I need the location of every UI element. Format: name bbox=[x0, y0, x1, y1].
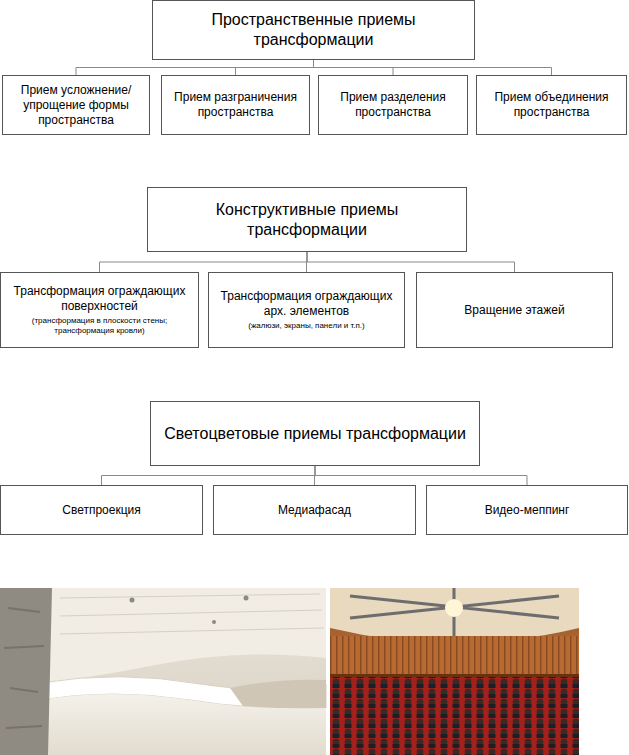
tree-connector bbox=[307, 252, 515, 272]
auditorium-photo bbox=[330, 588, 579, 755]
box-label: Вращение этажей bbox=[464, 303, 564, 318]
auditorium-walls bbox=[330, 588, 579, 755]
auditorium-ceiling bbox=[330, 588, 579, 643]
category-box: Конструктивные приемы трансформации bbox=[147, 187, 467, 252]
wood-slats bbox=[330, 636, 579, 676]
gallery-floor bbox=[40, 694, 326, 755]
method-box: Светпроекция bbox=[0, 485, 203, 535]
box-note: (трансформация в плоскости стены; трансф… bbox=[7, 316, 192, 336]
box-label: Пространственные приемы трансформации bbox=[159, 10, 468, 50]
category-box: Пространственные приемы трансформации bbox=[152, 0, 475, 60]
box-label: Прием разделения пространства bbox=[325, 90, 461, 120]
method-box: Медиафасад bbox=[213, 485, 416, 535]
stone-texture bbox=[4, 608, 44, 728]
balcony-rail bbox=[330, 674, 579, 677]
ceiling-light bbox=[445, 599, 463, 617]
stone-pillar bbox=[0, 588, 52, 755]
method-box: Трансформация ограждающих поверхностей(т… bbox=[0, 272, 199, 348]
tree-connector bbox=[314, 60, 552, 75]
lighting-truss bbox=[350, 588, 559, 640]
photo-strip bbox=[0, 588, 629, 755]
method-box: Прием объединения пространства bbox=[476, 75, 627, 135]
gallery-photo bbox=[0, 588, 326, 755]
method-box: Вращение этажей bbox=[416, 272, 613, 348]
method-box: Видео-меппинг bbox=[426, 485, 628, 535]
tree-connector bbox=[102, 466, 316, 485]
tree-connector bbox=[236, 60, 314, 75]
ceiling-panels bbox=[40, 588, 326, 683]
tree-connector bbox=[100, 252, 308, 272]
box-label: Трансформация ограждающих поверхностей bbox=[7, 284, 192, 314]
box-label: Прием усложнение/упрощение формы простра… bbox=[9, 83, 143, 128]
box-label: Медиафасад bbox=[278, 503, 351, 518]
box-label: Светпроекция bbox=[62, 503, 141, 518]
audience bbox=[330, 674, 579, 755]
category-box: Светоцветовые приемы трансформации bbox=[150, 401, 480, 466]
box-label: Конструктивные приемы трансформации bbox=[154, 200, 460, 240]
box-label: Трансформация ограждающих арх. элементов bbox=[215, 289, 398, 319]
box-label: Видео-меппинг bbox=[485, 503, 570, 518]
box-label: Прием разграничения пространства bbox=[168, 90, 303, 120]
ceiling-lines bbox=[60, 594, 324, 634]
tree-connector bbox=[315, 466, 527, 485]
box-note: (жалюзи, экраны, панели и т.п.) bbox=[248, 321, 364, 331]
method-box: Трансформация ограждающих арх. элементов… bbox=[208, 272, 405, 348]
box-label: Прием объединения пространства bbox=[483, 90, 620, 120]
method-box: Прием разделения пространства bbox=[318, 75, 468, 135]
box-label: Светоцветовые приемы трансформации bbox=[164, 424, 466, 444]
method-box: Прием разграничения пространства bbox=[161, 75, 310, 135]
gallery-ceiling bbox=[0, 588, 326, 755]
method-box: Прием усложнение/упрощение формы простра… bbox=[2, 75, 150, 135]
tree-connector bbox=[76, 60, 314, 75]
